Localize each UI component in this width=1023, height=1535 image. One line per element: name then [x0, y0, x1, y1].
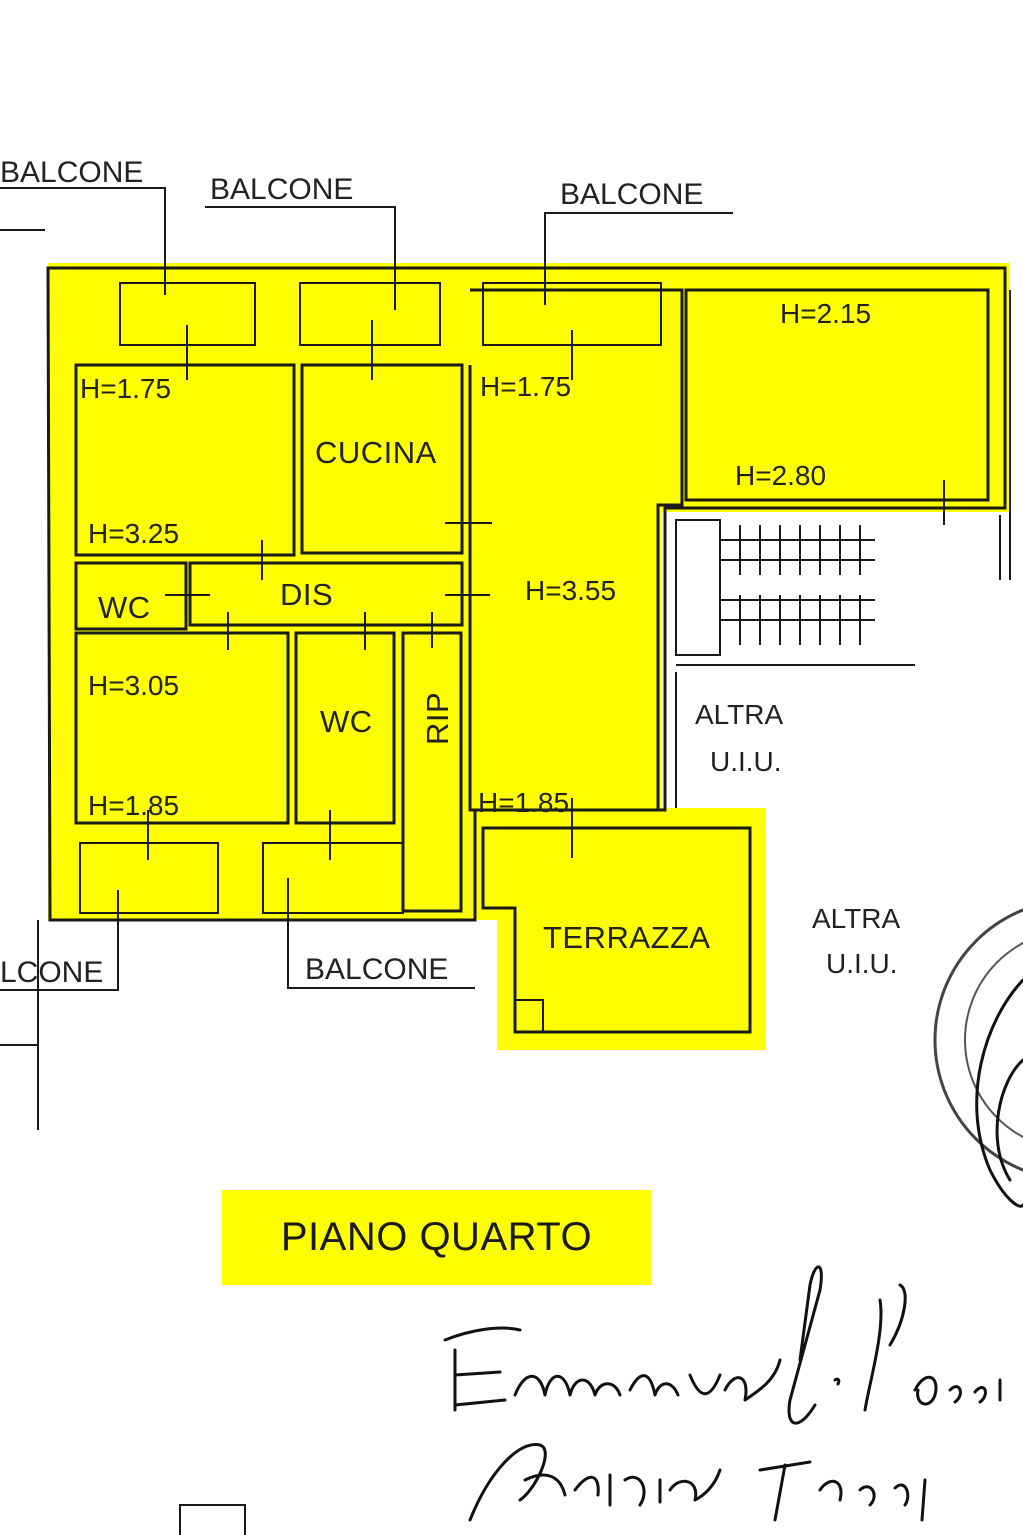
altra-lower-line1: ALTRA — [812, 903, 900, 934]
callout-bottom-mid: BALCONE — [305, 953, 448, 986]
corner-mark — [179, 1504, 246, 1535]
balcony-bottom-2 — [262, 842, 404, 914]
floor-highlight — [48, 263, 1010, 1050]
room-label-wc-left: WC — [98, 590, 151, 625]
room-label-terrazza: TERRAZZA — [543, 920, 711, 955]
altra-lower-line2: U.I.U. — [826, 948, 898, 979]
callout-bottom-left: LCONE — [0, 956, 103, 989]
height-center: H=3.55 — [525, 575, 616, 606]
callout-top-right: BALCONE — [560, 178, 703, 211]
walls — [0, 229, 1011, 1130]
callout-top-mid: BALCONE — [210, 173, 353, 206]
leader-top-right — [544, 212, 733, 305]
signature-2 — [468, 1442, 927, 1522]
room-label-cucina: CUCINA — [315, 435, 437, 470]
signature-1 — [443, 1265, 1002, 1425]
altra-upper-line1: ALTRA — [695, 699, 783, 730]
room-right-top — [684, 288, 990, 502]
room-left-lower — [74, 631, 290, 825]
floor-title: PIANO QUARTO — [280, 1215, 593, 1259]
altra-upper-line2: U.I.U. — [710, 746, 782, 777]
door-marks — [147, 320, 945, 860]
height-center-bottom: H=1.85 — [478, 787, 569, 818]
balcony-top-2 — [299, 282, 441, 346]
signatures — [443, 1265, 1002, 1522]
leader-bottom-mid — [287, 878, 475, 989]
room-label-wc-mid: WC — [320, 704, 373, 739]
room-label-dis: DIS — [280, 577, 333, 612]
terrazza-corner — [514, 999, 544, 1033]
callout-top-left: BALCONE — [0, 156, 143, 189]
callout-leaders — [0, 187, 733, 991]
room-label-rip: RIP — [420, 692, 455, 745]
height-left-room-bottom: H=3.25 — [88, 518, 179, 549]
leader-bottom-left — [0, 890, 119, 991]
height-top-left: H=1.75 — [80, 373, 171, 404]
height-top-right: H=2.15 — [780, 298, 871, 329]
apartment-highlight — [48, 263, 1010, 1050]
floor-title-box: PIANO QUARTO — [222, 1190, 651, 1285]
room-left-upper — [74, 363, 296, 557]
height-lower-left-top: H=3.05 — [88, 670, 179, 701]
center-room — [468, 288, 684, 812]
height-top-mid: H=1.75 — [480, 371, 571, 402]
room-cucina — [300, 363, 464, 555]
right-edge-walls — [0, 229, 1011, 1130]
leader-top-left — [0, 187, 166, 295]
staircase — [675, 519, 915, 666]
leader-top-mid — [205, 206, 396, 310]
room-wc-mid — [294, 631, 396, 825]
outer-wall — [46, 266, 1007, 922]
height-right-mid: H=2.80 — [735, 460, 826, 491]
terrazza-walls — [481, 826, 752, 1034]
height-lower-left-bottom: H=1.85 — [88, 790, 179, 821]
notary-stamp — [933, 908, 1023, 1208]
